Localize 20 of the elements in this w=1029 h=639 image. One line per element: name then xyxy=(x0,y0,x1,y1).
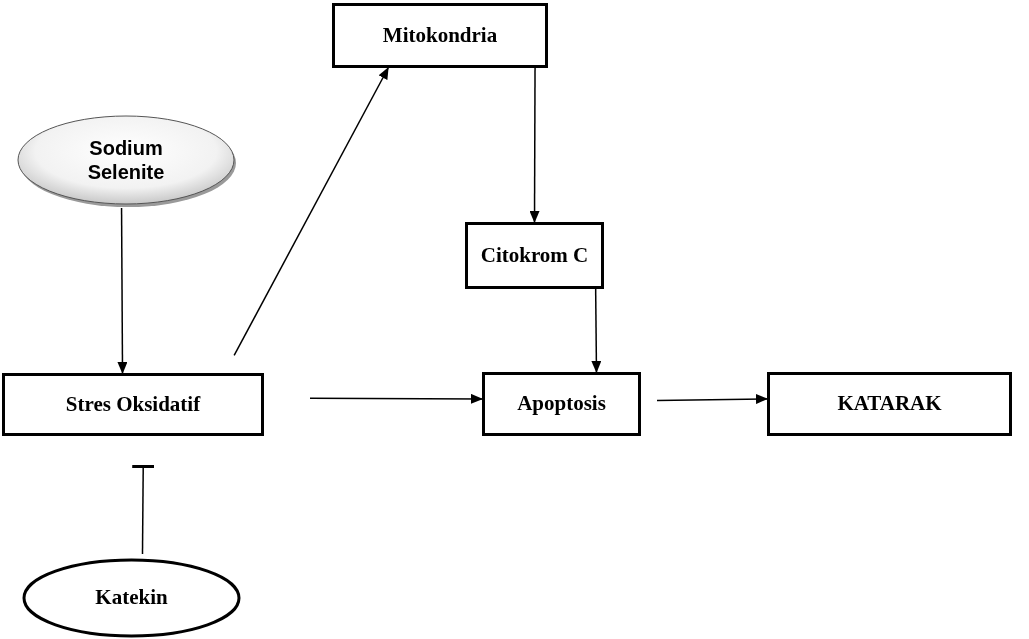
arrow xyxy=(309,393,483,404)
ellipse-node xyxy=(15,112,237,208)
process-box xyxy=(465,222,604,289)
node-label: Stres Oksidatif xyxy=(65,390,201,418)
arrow xyxy=(656,394,768,405)
node-label: Apoptosis xyxy=(517,390,606,418)
arrow xyxy=(529,67,540,223)
arrow xyxy=(591,288,602,373)
process-box xyxy=(332,3,548,68)
ellipse-node xyxy=(22,558,241,638)
arrow xyxy=(117,207,128,374)
node-label: Mitokondria xyxy=(382,21,498,49)
arrow xyxy=(233,67,389,357)
node-label: Katekin xyxy=(95,584,168,612)
process-box xyxy=(767,372,1012,436)
node-label: Citokrom C xyxy=(480,241,589,269)
node-label: KATARAK xyxy=(837,390,942,418)
node-label: Sodium Selenite xyxy=(86,136,166,184)
process-box xyxy=(2,373,264,436)
process-box xyxy=(482,372,641,436)
